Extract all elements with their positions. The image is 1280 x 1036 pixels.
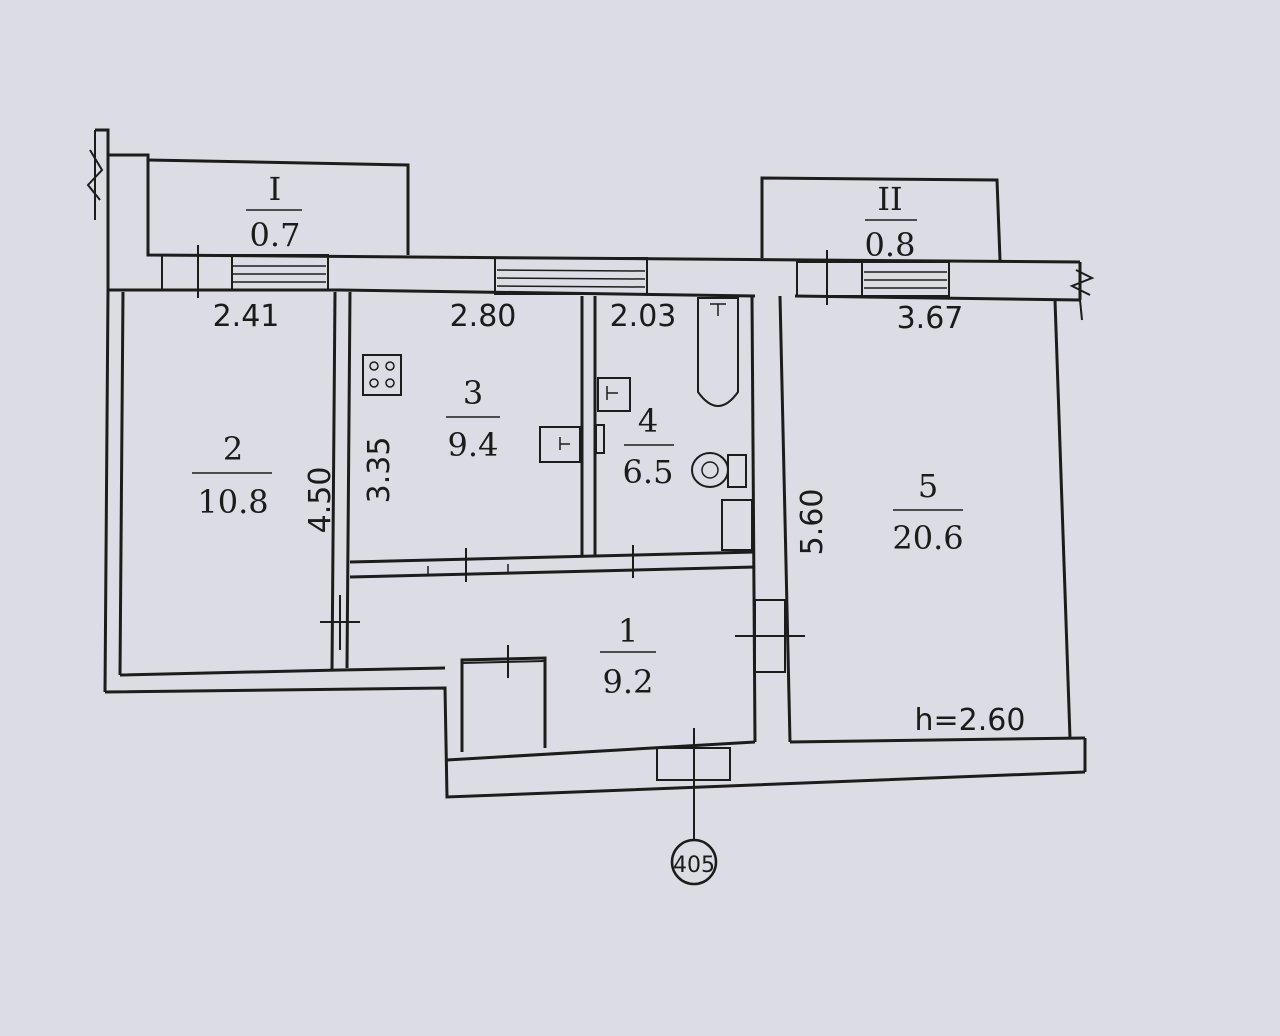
stove-icon [362, 354, 402, 396]
bottom-wall-outer [104, 686, 1086, 799]
ceiling-height-label: h=2.60 [915, 703, 1026, 738]
room-number: II [877, 180, 902, 218]
room-label-balcony-2: II 0.8 [865, 180, 917, 264]
partition-hall-top-a [349, 550, 756, 564]
closet-top-double [461, 660, 546, 664]
room-2-bottom-wall [119, 666, 446, 677]
hallway-closet [460, 656, 547, 752]
windows [161, 245, 950, 305]
dimension-length-kitchen: 3.35 [362, 437, 397, 504]
toilet-icon [691, 452, 747, 488]
fixtures [362, 297, 747, 488]
room-area: 10.8 [197, 483, 268, 521]
room-area: 0.8 [865, 226, 916, 264]
break-mark-right [1069, 269, 1095, 296]
room-label-bathroom: 4 6.5 [623, 402, 674, 491]
window-room-5 [796, 250, 950, 305]
room-area: 6.5 [623, 453, 674, 491]
dimension-width-room-5: 3.67 [897, 301, 964, 336]
room-label-room-2: 2 10.8 [192, 430, 272, 521]
room-label-balcony-1: I 0.7 [246, 170, 302, 254]
right-wall-stub [1079, 299, 1083, 321]
window-kitchen [494, 257, 648, 295]
bathroom-sink-icon [597, 377, 631, 412]
window-room-2 [161, 245, 329, 298]
bath-storage [721, 499, 753, 551]
room-number: 3 [463, 374, 483, 412]
room-label-hallway: 1 9.2 [600, 612, 656, 701]
bathtub-icon [697, 297, 739, 407]
dimension-width-room-2: 2.41 [213, 299, 280, 334]
dimension-length-room-2: 4.50 [303, 467, 338, 534]
room-label-room-5: 5 20.6 [892, 467, 963, 557]
apartment-number-marker: 405 [670, 838, 718, 886]
room-label-kitchen: 3 9.4 [446, 374, 500, 464]
room-area: 20.6 [892, 519, 963, 557]
room-area: 9.4 [448, 426, 499, 464]
dimension-width-bathroom: 2.03 [610, 299, 677, 334]
room-number: 5 [918, 467, 938, 505]
room-area: 0.7 [250, 216, 301, 254]
room-number: 2 [223, 430, 243, 468]
room-number: 4 [638, 402, 658, 440]
partition-4-5-b [778, 295, 792, 743]
hallway-bottom-wall [446, 740, 756, 762]
top-wall-outer [95, 128, 1081, 264]
room-area: 9.2 [603, 663, 654, 701]
left-wall-inner [118, 291, 125, 676]
room-5-bottom-wall [789, 736, 1086, 744]
interior-partitions [320, 291, 805, 840]
room-number: I [269, 170, 282, 208]
partition-2-3-a [330, 291, 337, 671]
partition-2-3-b [345, 291, 352, 669]
left-wall-outer [103, 289, 110, 693]
right-wall-inner [1053, 299, 1072, 739]
washer-icon [595, 424, 605, 454]
dimension-width-kitchen: 2.80 [450, 299, 517, 334]
room-labels: I 0.7 II 0.8 1 9.2 2 10.8 3 9.4 4 6.5 [192, 170, 964, 701]
kitchen-sink-icon [539, 426, 581, 463]
dimension-labels: 2.41 2.80 2.03 3.67 4.50 3.35 5.60 h=2.6… [213, 299, 1026, 738]
balconies [147, 158, 1002, 261]
dimension-length-room-5: 5.60 [795, 489, 830, 556]
partition-hall-top-b [349, 565, 756, 579]
room-number: 1 [618, 612, 638, 650]
balcony-1-outline [147, 158, 410, 255]
balcony-2-outline [760, 176, 1002, 261]
apartment-number: 405 [673, 853, 715, 878]
